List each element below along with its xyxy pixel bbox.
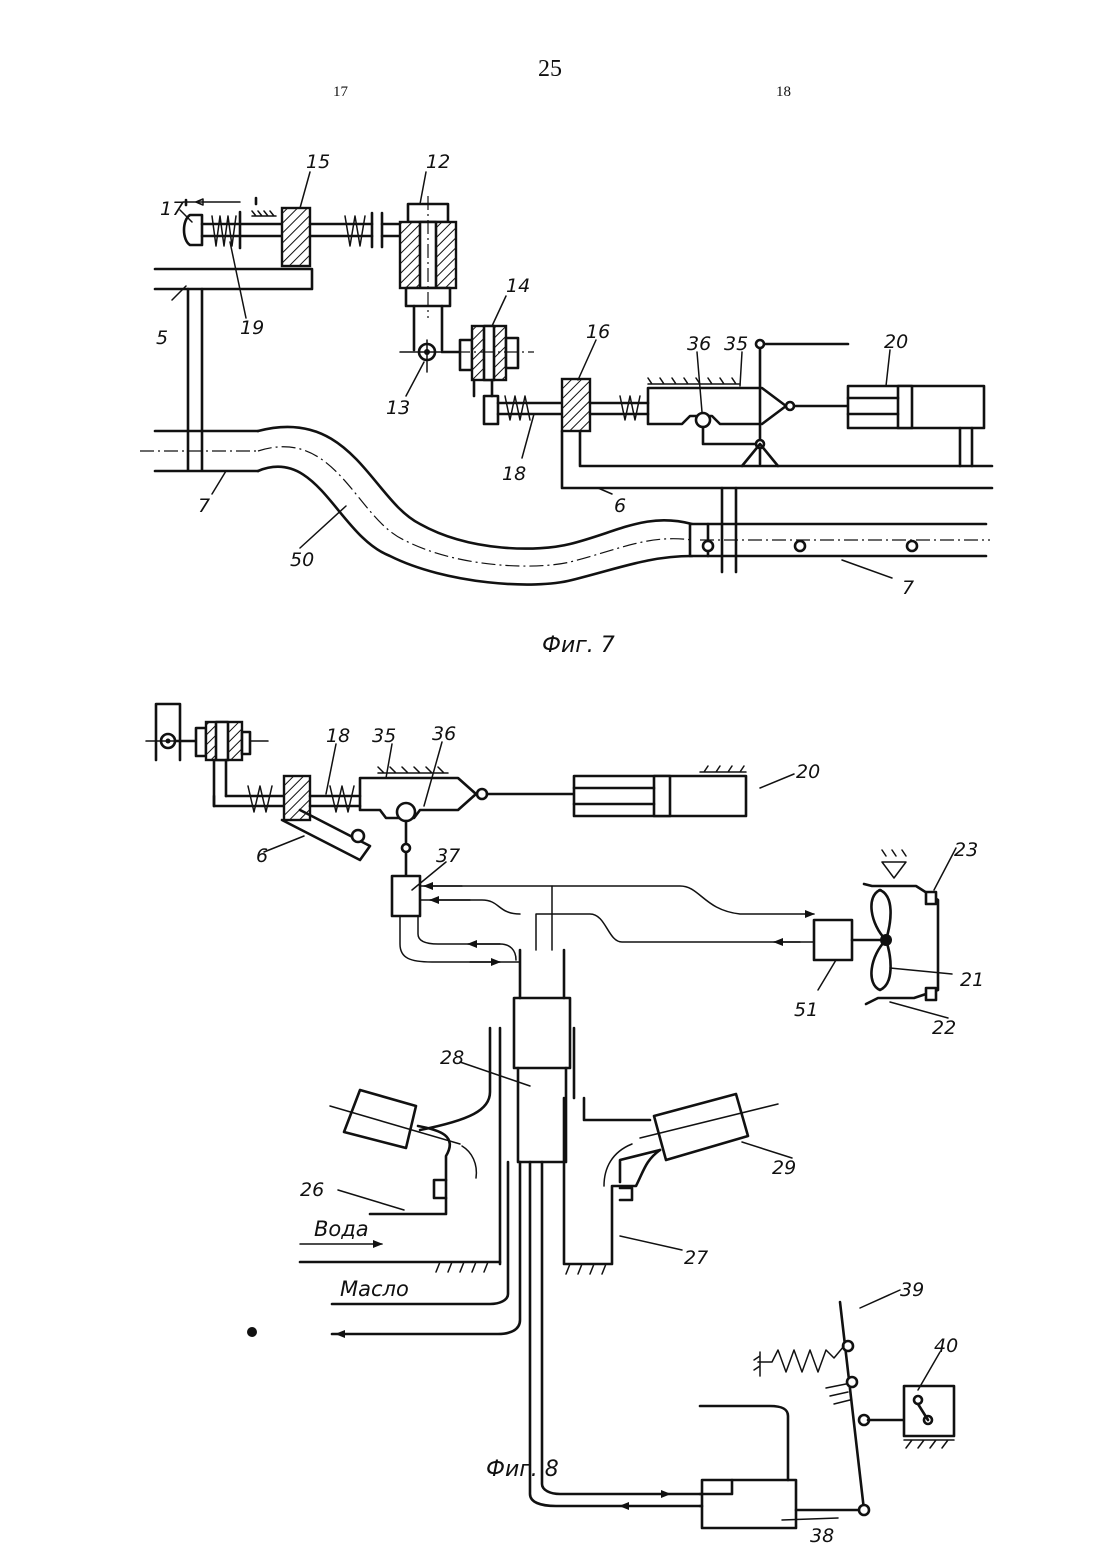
label-51: 51 bbox=[794, 999, 818, 1021]
bearing-14 bbox=[442, 326, 534, 396]
label-6: 6 bbox=[256, 845, 268, 867]
label-35: 35 bbox=[724, 333, 748, 355]
figure-7-caption: Фиг. 7 bbox=[542, 633, 615, 658]
label-36: 36 bbox=[432, 723, 456, 745]
label-16: 16 bbox=[586, 321, 610, 343]
label-23: 23 bbox=[954, 839, 978, 861]
vertical-rod-7 bbox=[188, 289, 202, 470]
label-18: 18 bbox=[502, 463, 526, 485]
coupling-12 bbox=[400, 196, 456, 318]
label-14: 14 bbox=[506, 275, 530, 297]
rod-18-fig8 bbox=[214, 776, 360, 820]
control-lines bbox=[400, 886, 814, 962]
bearing-15 bbox=[282, 208, 310, 266]
figure-8: 18 35 36 20 6 37 23 21 51 22 28 29 26 27… bbox=[146, 704, 984, 1547]
nozzle-29 bbox=[604, 1094, 778, 1200]
label-5: 5 bbox=[156, 327, 168, 349]
housing-right bbox=[564, 1028, 660, 1274]
label-7-right: 7 bbox=[902, 577, 914, 599]
label-22: 22 bbox=[932, 1017, 956, 1039]
label-38: 38 bbox=[810, 1525, 834, 1547]
label-15: 15 bbox=[306, 151, 330, 173]
hose-50 bbox=[258, 427, 692, 585]
label-26: 26 bbox=[300, 1179, 324, 1201]
fan-unit bbox=[814, 850, 938, 1004]
figure-7: 17 15 12 5 19 14 13 16 36 35 20 18 7 6 5… bbox=[140, 151, 992, 658]
label-21: 21 bbox=[960, 969, 984, 991]
rod-18 bbox=[484, 396, 562, 424]
label-7-left: 7 bbox=[198, 495, 210, 517]
base-plate-5 bbox=[155, 269, 312, 289]
label-6: 6 bbox=[614, 495, 626, 517]
label-17: 17 bbox=[160, 198, 184, 220]
thermostat-28 bbox=[332, 950, 700, 1506]
nozzle-26 bbox=[330, 1090, 476, 1214]
label-18: 18 bbox=[326, 725, 350, 747]
label-19: 19 bbox=[240, 317, 264, 339]
cylinder-20-fig8 bbox=[574, 766, 746, 816]
label-37: 37 bbox=[436, 845, 460, 867]
label-28: 28 bbox=[440, 1047, 464, 1069]
shaft-to-12 bbox=[310, 213, 400, 247]
figure-8-caption: Фиг. 8 bbox=[486, 1457, 559, 1482]
base-plate-6 bbox=[562, 431, 992, 572]
pipe-7-left bbox=[140, 431, 258, 471]
label-39: 39 bbox=[900, 1279, 924, 1301]
stray-dot bbox=[247, 1327, 257, 1337]
label-20: 20 bbox=[796, 761, 820, 783]
valve-37 bbox=[392, 876, 420, 916]
flow-label-water: Вода bbox=[314, 1217, 369, 1241]
flow-label-oil: Масло bbox=[340, 1277, 409, 1301]
label-36: 36 bbox=[687, 333, 711, 355]
label-35: 35 bbox=[372, 725, 396, 747]
label-40: 40 bbox=[934, 1335, 958, 1357]
actuator-40 bbox=[904, 1386, 954, 1448]
sensor-38 bbox=[700, 1406, 860, 1528]
bearing-16 bbox=[562, 379, 648, 431]
cylinder-20 bbox=[848, 386, 984, 466]
label-13: 13 bbox=[386, 397, 410, 419]
lever-13 bbox=[400, 306, 460, 372]
label-27: 27 bbox=[684, 1247, 708, 1269]
label-29: 29 bbox=[772, 1157, 796, 1179]
label-50: 50 bbox=[290, 549, 314, 571]
label-20: 20 bbox=[884, 331, 908, 353]
shaft-19 bbox=[183, 198, 282, 248]
label-12: 12 bbox=[426, 151, 450, 173]
